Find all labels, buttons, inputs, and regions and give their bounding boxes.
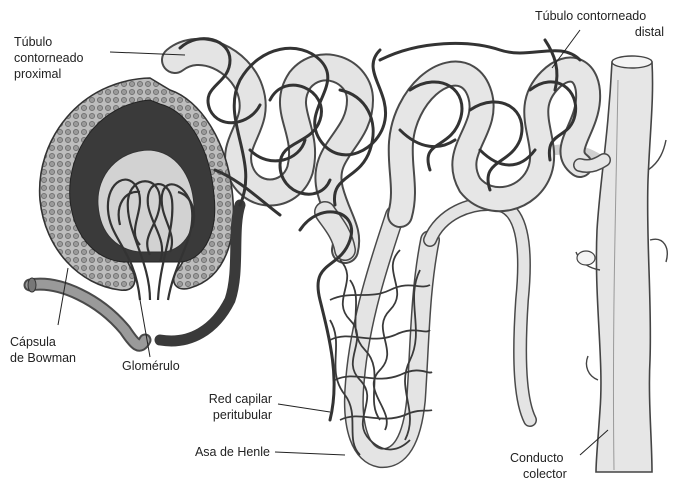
distal-tubule xyxy=(400,70,604,215)
label-proximal-2: contorneado xyxy=(14,51,84,65)
label-henle: Asa de Henle xyxy=(195,445,270,459)
label-red-2: peritubular xyxy=(213,408,272,422)
label-colector-2: colector xyxy=(523,467,567,481)
label-bowman-1: Cápsula xyxy=(10,335,56,349)
label-proximal-3: proximal xyxy=(14,67,61,81)
label-distal-1: Túbulo contorneado xyxy=(535,9,646,23)
label-colector-1: Conducto xyxy=(510,451,564,465)
label-glomerulo: Glomérulo xyxy=(122,359,180,373)
label-bowman-2: de Bowman xyxy=(10,351,76,365)
label-red-1: Red capilar xyxy=(209,392,272,406)
loop-of-henle xyxy=(354,204,530,458)
label-distal-2: distal xyxy=(635,25,664,39)
label-proximal-1: Túbulo xyxy=(14,35,52,49)
